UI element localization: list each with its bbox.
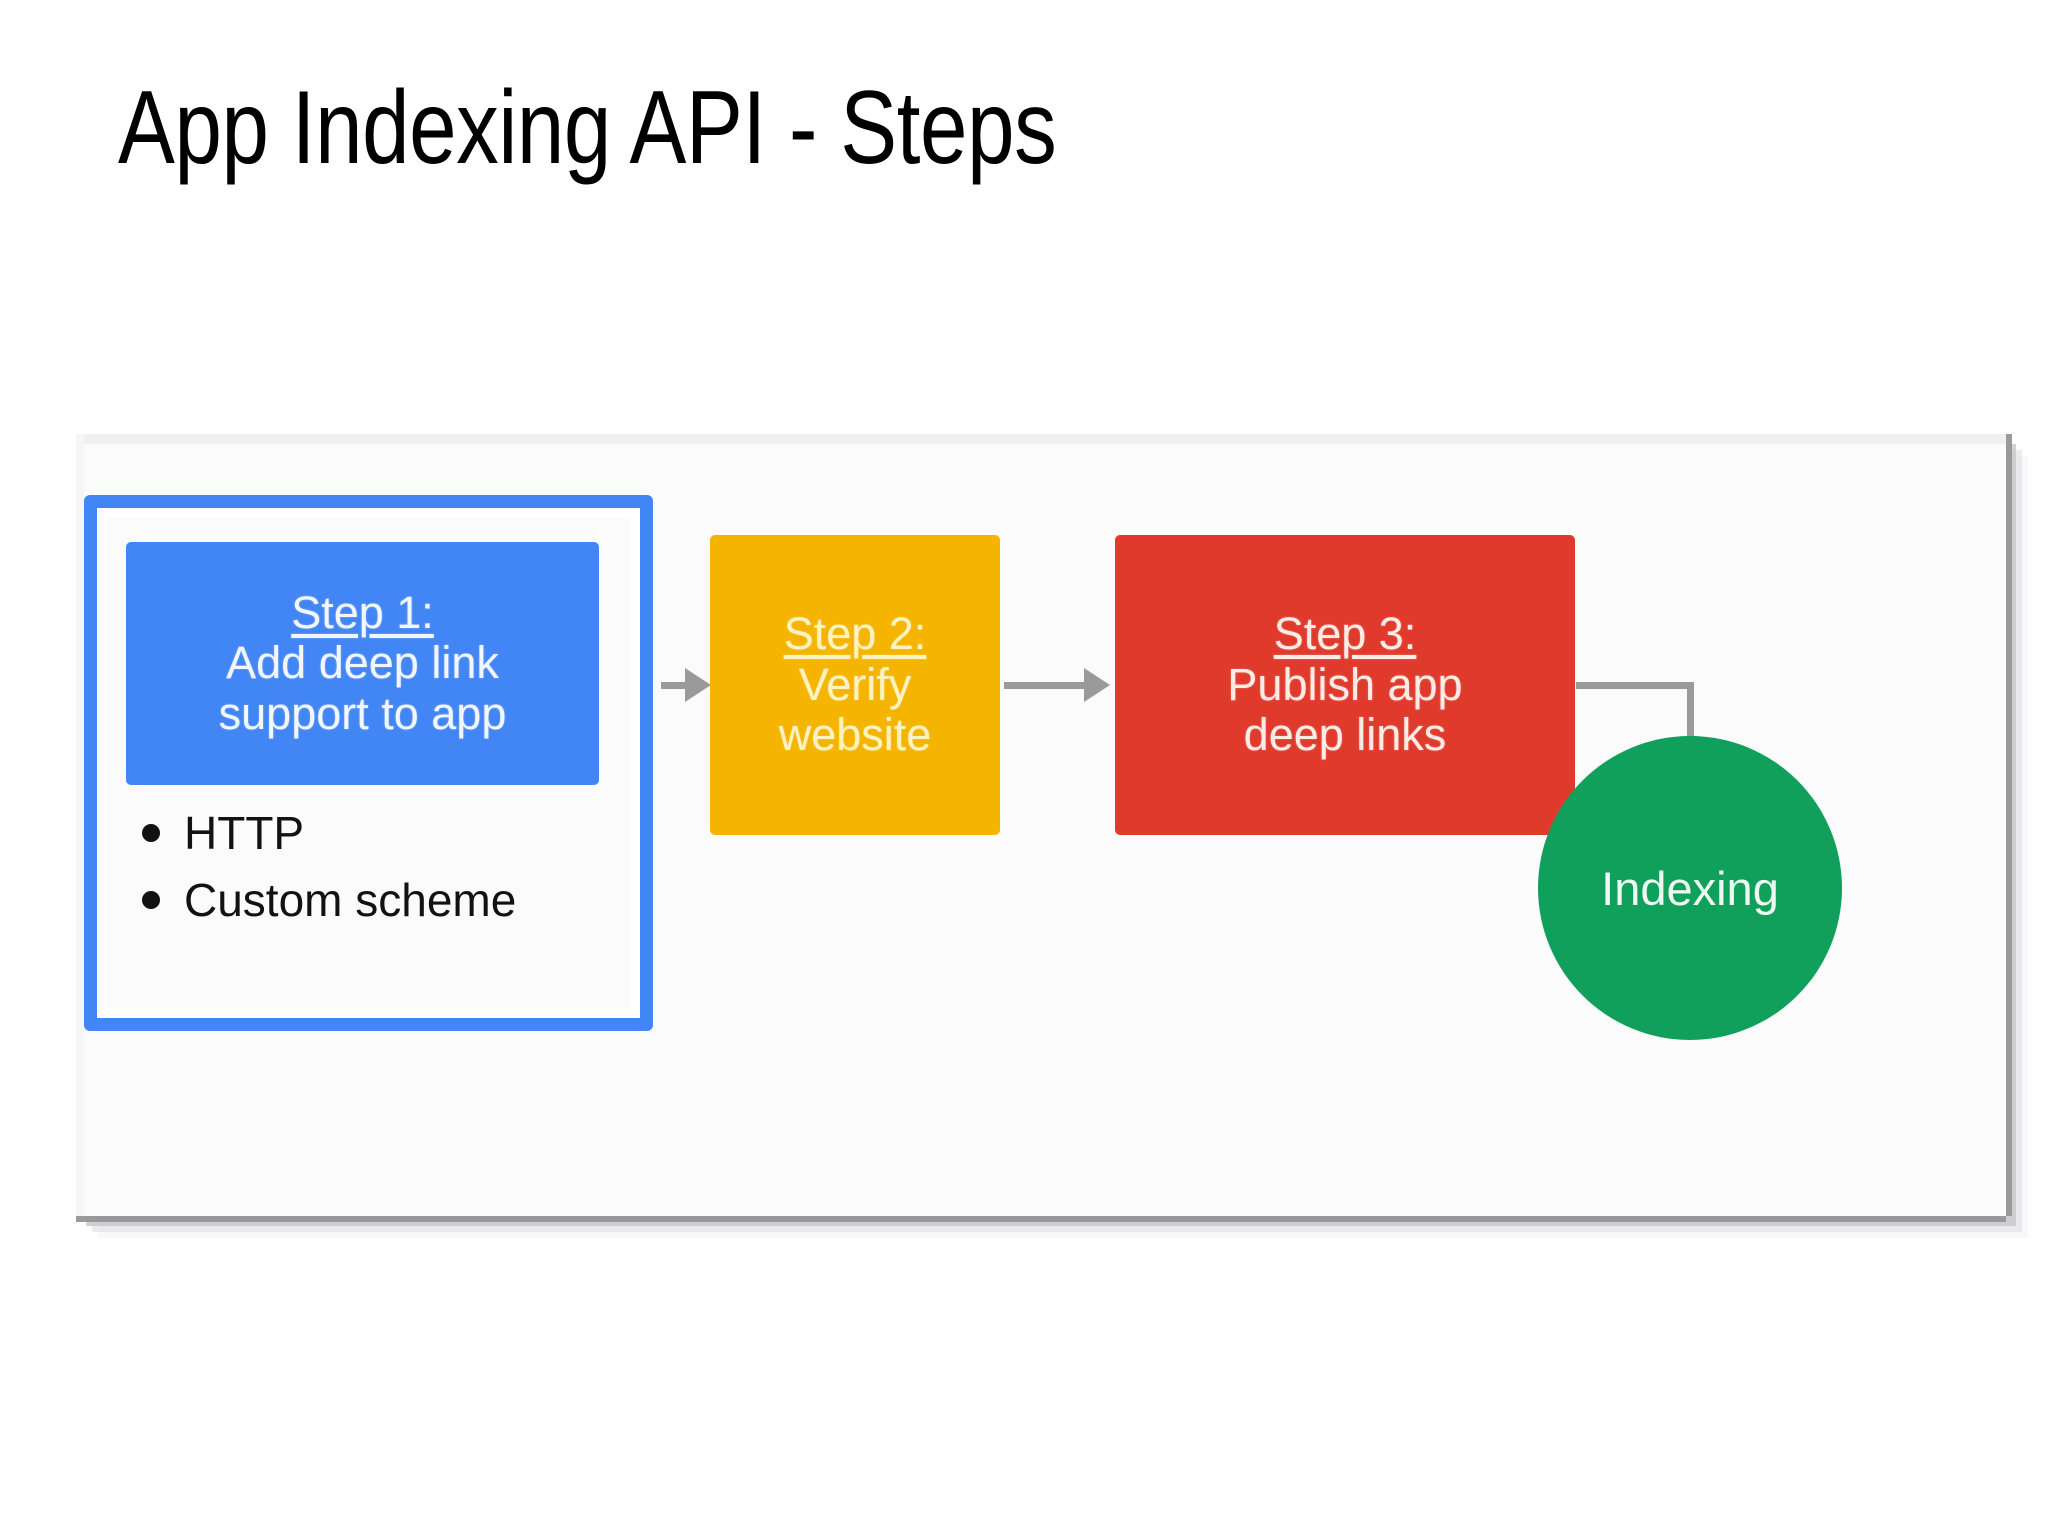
frame-left-edge	[76, 434, 84, 1216]
step-2-line-1: Verify	[798, 658, 912, 710]
connector-step2-step3	[1004, 682, 1086, 689]
bullet-dot-icon	[142, 824, 160, 843]
step-1-heading: Step 1:	[291, 586, 434, 638]
step-2-heading: Step 2:	[783, 608, 927, 660]
connector-step3-indexing-horizontal	[1576, 682, 1694, 689]
step-3-line-1: Publish app	[1227, 658, 1463, 710]
step-1-bullet-list: HTTP Custom scheme	[142, 808, 612, 941]
page-title: App Indexing API - Steps	[118, 70, 1057, 186]
step-2-line-2: website	[778, 709, 932, 761]
bullet-label: Custom scheme	[184, 873, 517, 926]
step-1-ring-gap	[97, 508, 640, 1018]
connector-step1-step2	[661, 682, 691, 689]
bullet-dot-icon	[142, 890, 160, 909]
step-1-line-1: Add deep link	[226, 637, 499, 689]
step-3-box[interactable]: Step 3: Publish app deep links	[1115, 535, 1575, 835]
arrow-head-icon	[685, 668, 711, 702]
list-item: Custom scheme	[142, 873, 612, 926]
step-1-box[interactable]: Step 1: Add deep link support to app	[126, 542, 599, 785]
step-1-group[interactable]: Step 1: Add deep link support to app HTT…	[84, 495, 653, 1031]
indexing-label: Indexing	[1601, 861, 1779, 915]
step-1-line-2: support to app	[218, 687, 507, 739]
arrow-head-icon	[1084, 668, 1110, 702]
bullet-label: HTTP	[184, 807, 305, 859]
list-item: HTTP	[142, 808, 612, 859]
indexing-node[interactable]: Indexing	[1538, 736, 1842, 1040]
step-2-box[interactable]: Step 2: Verify website	[710, 535, 1000, 835]
frame-top-edge	[76, 434, 2006, 444]
step-3-line-2: deep links	[1243, 709, 1447, 761]
step-3-heading: Step 3:	[1273, 608, 1417, 660]
diagram-container: Step 1: Add deep link support to app HTT…	[76, 434, 2006, 1216]
